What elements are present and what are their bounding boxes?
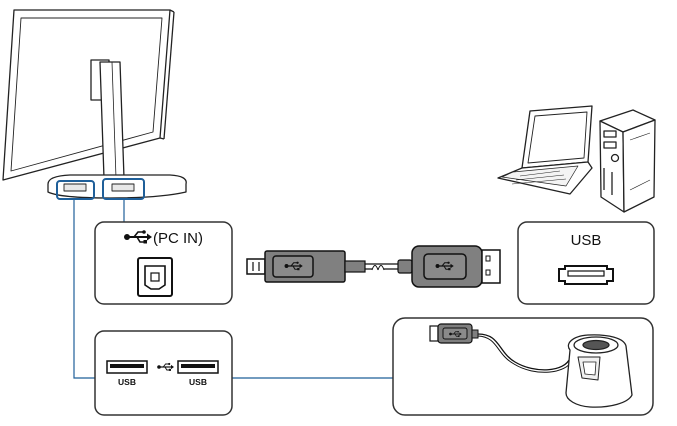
- pc-in-panel: (PC IN): [94, 221, 233, 305]
- tower-pc-icon: [599, 109, 656, 213]
- pc-usb-label: USB: [571, 232, 602, 249]
- usb-port-right-label: USB: [189, 377, 207, 387]
- pc-usb-panel: USB: [517, 221, 655, 305]
- leader-usb-down: [73, 199, 96, 379]
- usb-device-panel: [392, 317, 654, 416]
- usb-b-port-icon: [137, 257, 173, 297]
- port-highlight-left: [56, 180, 95, 200]
- usb-port-left-label: USB: [118, 377, 136, 387]
- usb-a-to-b-cable-icon: [246, 245, 501, 288]
- monitor-icon: [2, 9, 187, 199]
- usb-ports-panel: USB USB: [94, 330, 233, 416]
- pc-in-label: (PC IN): [153, 230, 203, 247]
- usb-device-icon: [565, 334, 633, 408]
- laptop-icon: [497, 105, 593, 195]
- usb-a-port-icon: [558, 265, 614, 285]
- usb-a-port-icon: [106, 360, 148, 374]
- usb-a-port-icon: [177, 360, 219, 374]
